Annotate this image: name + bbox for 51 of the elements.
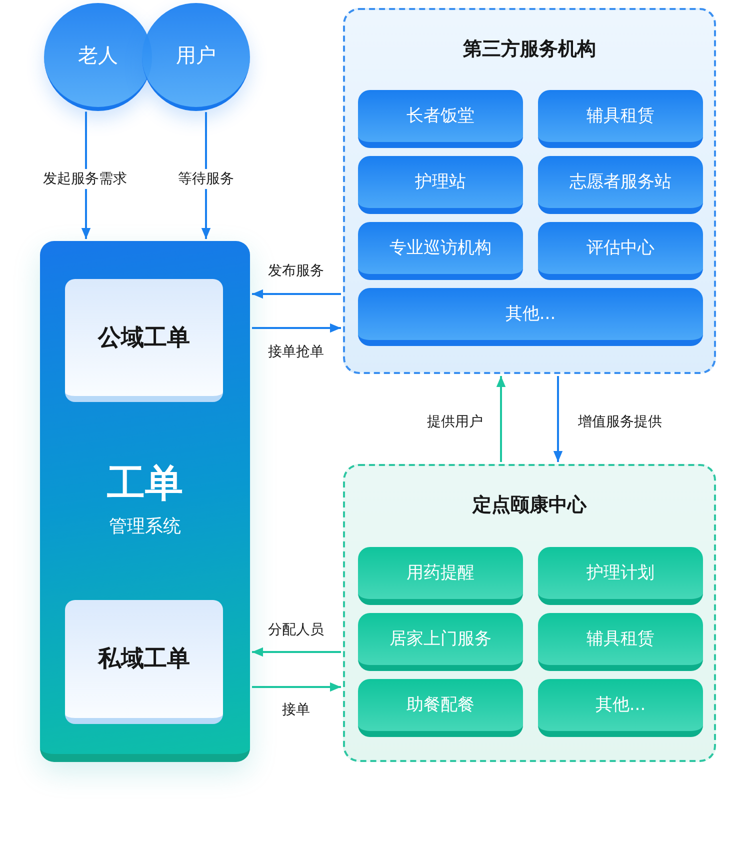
edge-label: 提供用户: [426, 413, 484, 432]
service-tile: [358, 613, 523, 671]
tile-label: 用药提醒: [406, 562, 474, 584]
service-tile: [538, 90, 703, 148]
service-tile: [358, 156, 523, 214]
edge-label: 发布服务: [267, 262, 325, 281]
circle-label: 用户: [176, 43, 216, 67]
tile-label: 护理站: [415, 171, 466, 193]
service-tile: [358, 222, 523, 280]
arrow: [252, 647, 341, 657]
tile-label: 辅具租赁: [586, 628, 654, 650]
edge-label: 分配人员: [267, 621, 325, 640]
tile-label: 辅具租赁: [586, 105, 654, 127]
arrow: [496, 376, 506, 462]
group-title: 定点颐康中心: [472, 493, 586, 517]
edge-label: 接单: [281, 701, 311, 720]
tile-label: 居家上门服务: [390, 628, 492, 650]
service-tile: [538, 613, 703, 671]
service-tile: [358, 547, 523, 605]
service-tile: [538, 679, 703, 737]
tile-label: 助餐配餐: [406, 694, 474, 716]
card-label: 公域工单: [98, 324, 190, 352]
system-title: 工单: [107, 461, 183, 505]
edge-label: 接单抢单: [267, 343, 325, 362]
arrow: [252, 289, 341, 299]
service-tile: [358, 679, 523, 737]
service-tile: [358, 288, 703, 346]
system-panel: [40, 241, 250, 762]
tile-label: 其他...: [505, 303, 556, 325]
tile-label: 护理计划: [586, 562, 654, 584]
group-panel: [343, 464, 716, 762]
circle-label: 老人: [78, 43, 118, 67]
tile-label: 长者饭堂: [406, 105, 474, 127]
group-panel: [343, 8, 716, 374]
card-label: 私域工单: [98, 645, 190, 673]
tile-label: 专业巡访机构: [390, 237, 492, 259]
service-tile: [538, 547, 703, 605]
order-card: [65, 600, 223, 724]
arrow: [252, 682, 341, 692]
service-tile: [538, 222, 703, 280]
arrow: [553, 376, 563, 462]
edge-label: 增值服务提供: [577, 413, 663, 432]
tile-label: 评估中心: [586, 237, 654, 259]
group-title: 第三方服务机构: [463, 37, 596, 61]
service-tile: [358, 90, 523, 148]
tile-label: 其他...: [595, 694, 646, 716]
tile-label: 志愿者服务站: [570, 171, 672, 193]
service-tile: [538, 156, 703, 214]
order-card: [65, 279, 223, 402]
arrow: [252, 323, 341, 333]
system-subtitle: 管理系统: [109, 516, 181, 538]
